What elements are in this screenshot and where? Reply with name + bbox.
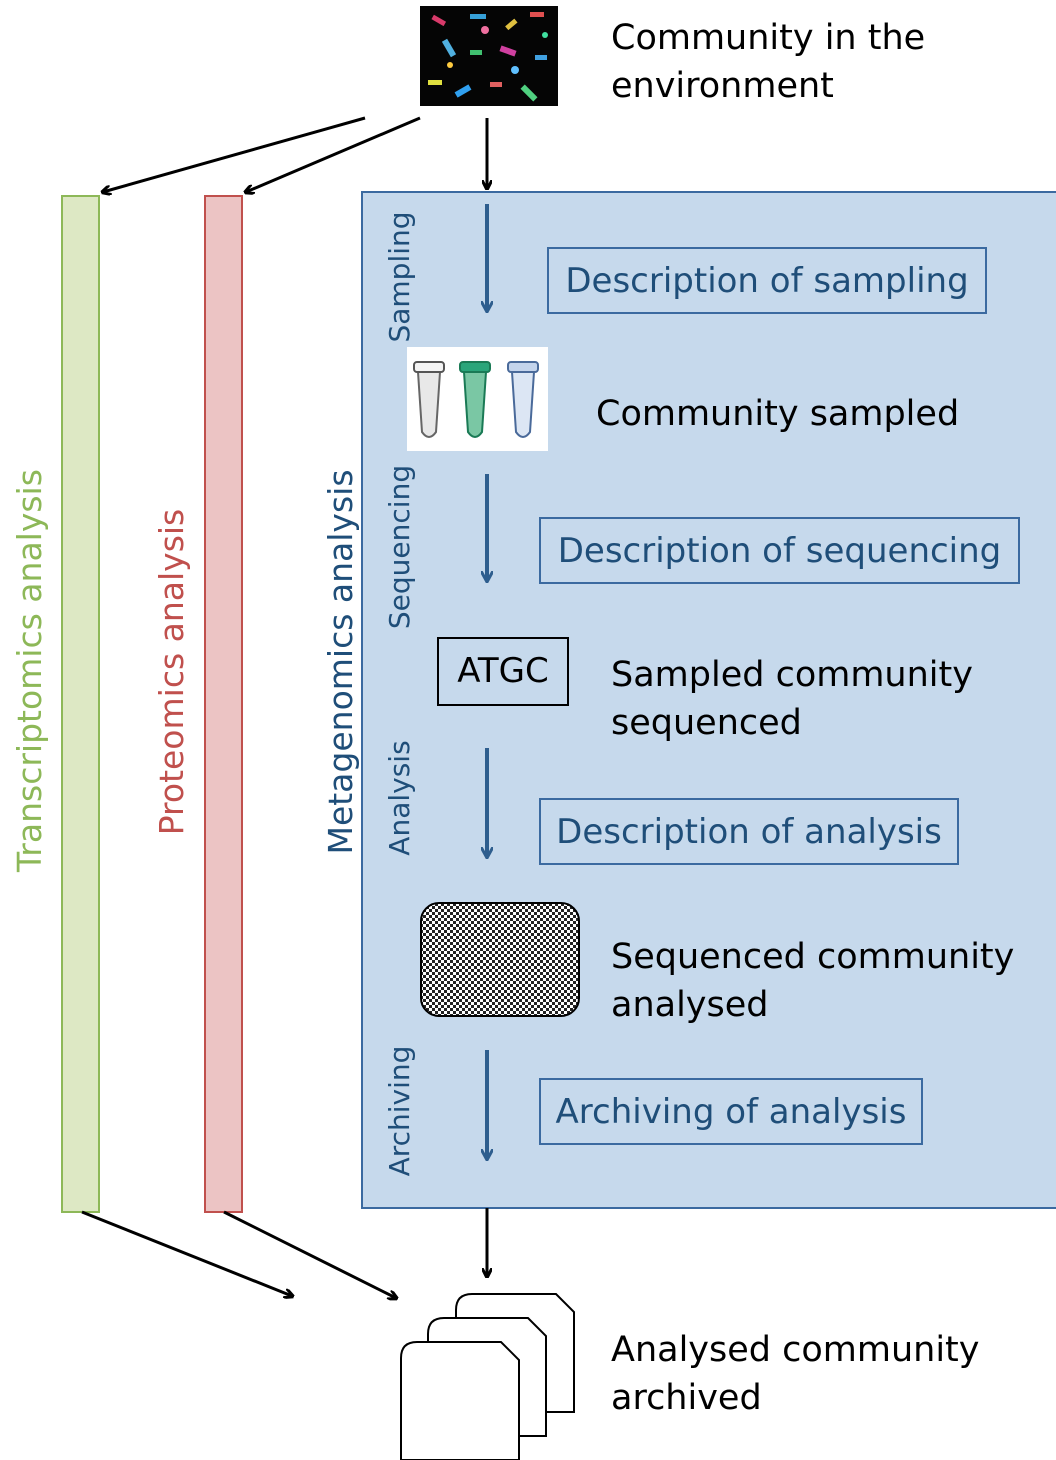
description-sequencing-box: Description of sequencing [539, 517, 1020, 584]
arrow-proteomics-to-archive [223, 1210, 396, 1298]
environment-label: Community in the environment [611, 18, 926, 106]
stage-archiving-label: Archiving [383, 1045, 416, 1177]
proteomics-bar [204, 195, 243, 1213]
arrow-to-proteomics [246, 116, 421, 192]
atgc-box [437, 637, 569, 706]
stage-sequencing-label: Sequencing [383, 464, 416, 630]
archiving-description-text: Archiving of analysis [555, 1091, 907, 1132]
description-sampling-box: Description of sampling [547, 247, 987, 314]
stage-sampling-label: Sampling [383, 211, 416, 343]
archiving-description-box: Archiving of analysis [539, 1078, 923, 1145]
archived-documents-icon [400, 1293, 575, 1460]
description-analysis-box: Description of analysis [539, 798, 959, 865]
sample-tubes-image [407, 347, 548, 451]
state-sequenced-label: Sampled community sequenced [611, 655, 973, 743]
description-sampling-text: Description of sampling [565, 260, 969, 301]
proteomics-label: Proteomics analysis [152, 508, 191, 836]
transcriptomics-bar [61, 195, 100, 1213]
description-analysis-text: Description of analysis [556, 811, 942, 852]
state-sampled-label: Community sampled [596, 394, 960, 434]
environment-microbe-image [420, 6, 558, 106]
state-analysed-label: Sequenced community analysed [611, 937, 1015, 1025]
transcriptomics-label: Transcriptomics analysis [10, 469, 49, 872]
arrow-to-transcriptomics [103, 116, 366, 192]
analysis-result-box [420, 902, 580, 1017]
stage-analysis-label: Analysis [383, 740, 416, 856]
metagenomics-label: Metagenomics analysis [321, 469, 360, 855]
state-archived-label: Analysed community archived [611, 1330, 980, 1418]
atgc-text: ATGC [457, 651, 549, 691]
description-sequencing-text: Description of sequencing [557, 530, 1002, 571]
arrow-transcriptomics-to-archive [81, 1210, 292, 1296]
